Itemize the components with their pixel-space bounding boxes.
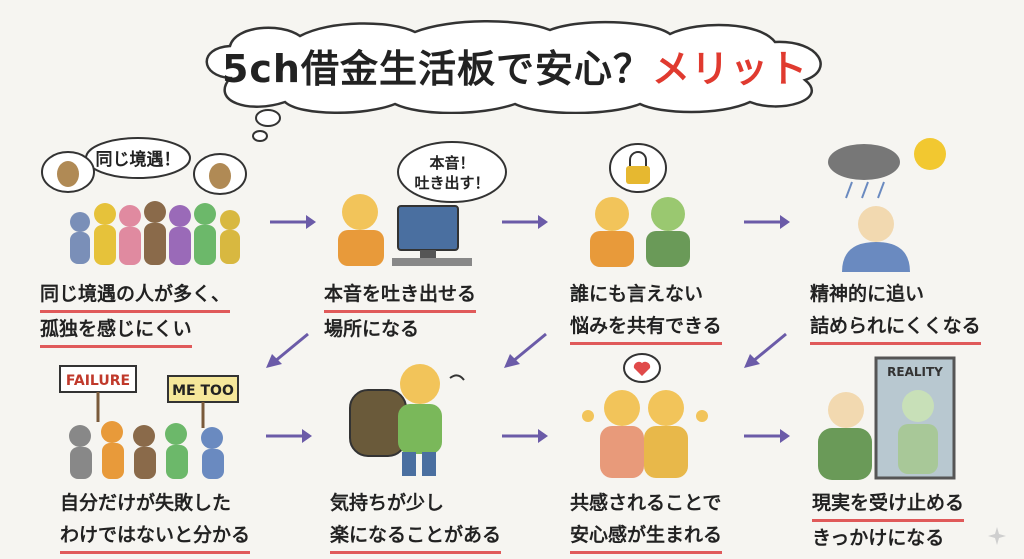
mirror-illustration: REALITY (818, 356, 956, 480)
sun-icon (914, 138, 946, 170)
caption-2: 本音を吐き出せる 場所になる (324, 278, 564, 345)
thumbs-up-icon (582, 410, 594, 422)
caption-8: 現実を受け止める きっかけになる (812, 487, 1024, 554)
metoo-sign-text: ME TOO (172, 383, 234, 399)
caption-4: 精神的に追い 詰められにくくなる (810, 278, 1024, 345)
caption-2-line1: 本音を吐き出せる (324, 278, 477, 313)
thumbs-up-icon-2 (696, 410, 708, 422)
metoo-sign (167, 375, 239, 403)
hug-illustration (582, 353, 708, 478)
arrow-down-left-3-icon (744, 332, 787, 368)
arrow-right-5-icon (502, 429, 548, 443)
caption-4-line1: 精神的に追い (810, 283, 925, 305)
arrow-right-1-icon (270, 215, 316, 229)
signs-illustration: FAILURE ME TOO (59, 365, 239, 479)
caption-5: 自分だけが失敗した わけではないと分かる (60, 487, 300, 554)
title-cloud-tail (252, 109, 281, 142)
caption-7-line2: 安心感が生まれる (570, 519, 723, 554)
arrow-right-2-icon (502, 215, 548, 229)
title-highlight: メリット (652, 47, 809, 91)
caption-4-line2: 詰められにくくなる (810, 310, 981, 345)
arrow-right-6-icon (744, 429, 790, 443)
caption-5-line1: 自分だけが失敗した (60, 492, 232, 514)
title-cloud (205, 20, 822, 114)
caption-7-line1: 共感されることで (570, 492, 722, 514)
computer-bubble-line2: 吐き出す！ (414, 174, 489, 192)
stress-illustration (828, 138, 946, 272)
caption-6-line2: 楽になることがある (330, 519, 502, 554)
title-main: 5ch借金生活板で安心？ (221, 47, 652, 91)
money-bag-icon (57, 161, 79, 187)
caption-7: 共感されることで 安心感が生まれる (570, 487, 810, 554)
caption-1-line1: 同じ境遇の人が多く、 (40, 278, 231, 313)
caption-3-line2: 悩みを共有できる (570, 310, 722, 345)
caption-6-line1: 気持ちが少し (330, 492, 445, 514)
backpack-illustration (349, 364, 465, 476)
crowd-bubble-text: 同じ境遇！ (96, 149, 181, 170)
caption-6: 気持ちが少し 楽になることがある (330, 487, 570, 554)
crowd-illustration: 同じ境遇！ (41, 137, 247, 265)
backpack-icon (349, 389, 407, 457)
money-bag-icon-2 (209, 163, 231, 189)
arrow-right-3-icon (744, 215, 790, 229)
lock-icon (626, 166, 650, 184)
caption-2-line2: 場所になる (324, 318, 420, 340)
arrow-down-left-1-icon (266, 332, 309, 368)
failure-sign (59, 365, 137, 393)
caption-8-line1: 現実を受け止める (812, 487, 965, 522)
caption-3: 誰にも言えない 悩みを共有できる (570, 278, 810, 345)
caption-8-line2: きっかけになる (812, 527, 945, 549)
caption-3-line1: 誰にも言えない (570, 283, 704, 305)
failure-sign-text: FAILURE (66, 373, 130, 389)
sparkle-icon (988, 527, 1006, 545)
mirror-label: REALITY (887, 365, 943, 379)
page-title: 5ch借金生活板で安心？メリット (220, 38, 810, 93)
arrow-right-4-icon (266, 429, 312, 443)
caption-1: 同じ境遇の人が多く、 孤独を感じにくい (40, 278, 280, 348)
heart-icon (633, 361, 651, 376)
computer-illustration: 本音！ 吐き出す！ (338, 141, 507, 266)
caption-5-line2: わけではないと分かる (60, 519, 251, 554)
rain-cloud-icon (828, 144, 900, 180)
computer-bubble-line1: 本音！ (429, 154, 474, 172)
caption-1-line2: 孤独を感じにくい (40, 313, 192, 348)
secret-illustration (590, 143, 690, 267)
arrow-down-left-2-icon (504, 332, 547, 368)
